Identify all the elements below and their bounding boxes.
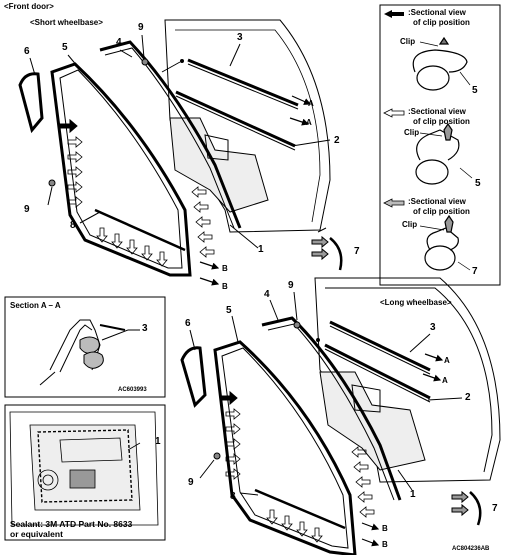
long-callout-4: 4	[264, 289, 270, 300]
legend-title-1: :Sectional view of clip position	[408, 8, 470, 27]
legend-part-label-2: 5	[475, 178, 481, 189]
sealant-callout-1: 1	[155, 436, 161, 447]
long-section-A-1: A	[444, 356, 450, 365]
legend-title-2: :Sectional view of clip position	[408, 107, 470, 126]
legend-box	[379, 4, 501, 286]
legend-clip-label-3: Clip	[402, 220, 418, 229]
long-section-B-2: B	[382, 540, 388, 549]
short-wheelbase-drawing	[18, 19, 343, 286]
document-code: AC804236AB	[452, 546, 490, 552]
sealant-box	[4, 404, 166, 541]
long-callout-2: 2	[465, 392, 471, 403]
long-callout-5: 5	[226, 305, 232, 316]
short-callout-9b: 9	[24, 204, 30, 215]
short-callout-8: 8	[70, 220, 76, 231]
short-callout-6: 6	[24, 46, 30, 57]
short-section-A-2: A	[306, 118, 312, 127]
sealant-line-1: Sealant: 3M ATD Part No. 8633	[10, 519, 133, 529]
legend-clip-label-1: Clip	[400, 37, 416, 46]
short-callout-4: 4	[116, 37, 122, 48]
section-code: AC603993	[118, 387, 147, 393]
long-callout-9b: 9	[188, 477, 194, 488]
short-callout-7: 7	[354, 246, 360, 257]
long-callout-9a: 9	[288, 280, 294, 291]
short-section-A-1: A	[308, 99, 314, 108]
section-aa-title: Section A – A	[10, 301, 61, 310]
section-aa-box	[4, 296, 166, 398]
short-section-B-2: B	[222, 282, 228, 291]
short-callout-3: 3	[237, 32, 243, 43]
long-section-A-2: A	[442, 376, 448, 385]
long-wheelbase-label: <Long wheelbase>	[380, 298, 452, 307]
long-callout-6: 6	[185, 318, 191, 329]
short-wheelbase-label: <Short wheelbase>	[30, 18, 103, 27]
long-callout-1: 1	[410, 489, 416, 500]
legend-clip-label-2: Clip	[404, 128, 420, 137]
short-callout-5: 5	[62, 42, 68, 53]
long-wheelbase-drawing	[180, 277, 501, 555]
legend-part-label-3: 7	[472, 266, 478, 277]
sealant-line-2: or equivalent	[10, 529, 63, 539]
short-section-B-1: B	[222, 264, 228, 273]
short-callout-2: 2	[334, 135, 340, 146]
short-callout-1: 1	[258, 244, 264, 255]
long-callout-7: 7	[492, 503, 498, 514]
long-section-B-1: B	[382, 524, 388, 533]
long-callout-3: 3	[430, 322, 436, 333]
legend-title-3: :Sectional view of clip position	[408, 197, 470, 216]
section-callout-3: 3	[142, 323, 148, 334]
long-callout-8: 8	[230, 491, 236, 502]
page-title: <Front door>	[4, 2, 54, 11]
legend-part-label-1: 5	[472, 85, 478, 96]
short-callout-9a: 9	[138, 22, 144, 33]
